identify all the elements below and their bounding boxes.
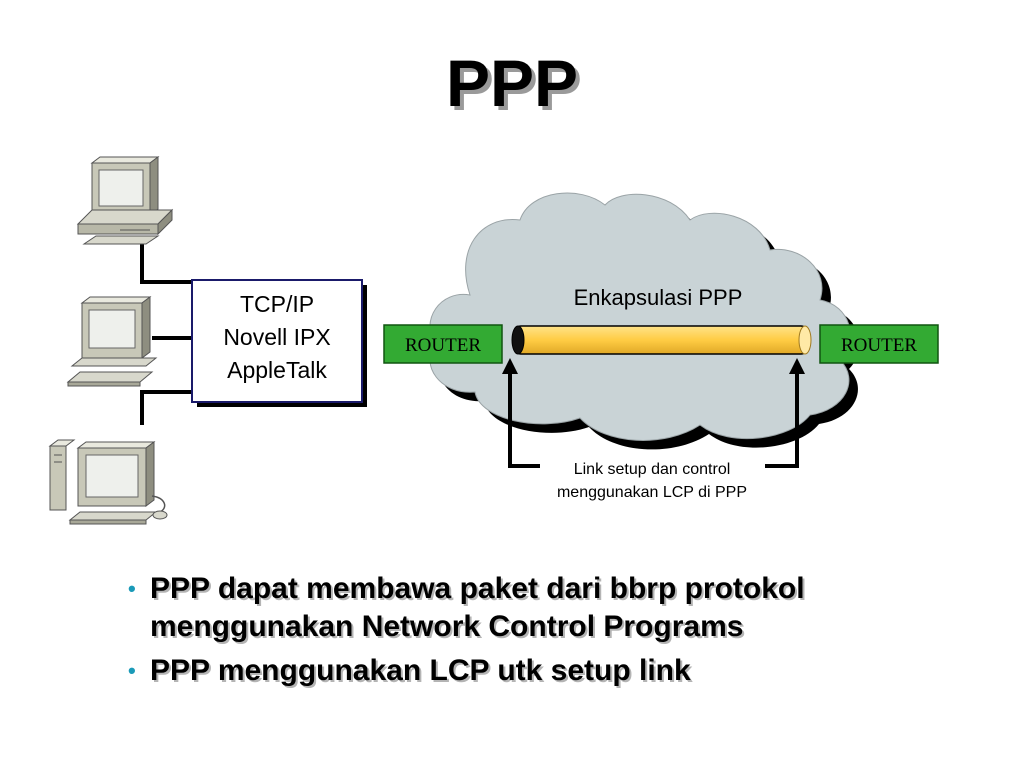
network-cloud (429, 192, 860, 450)
bullet-dot-icon: • (128, 658, 136, 683)
bullet-1-line-1: PPP dapat membawa paket dari bbrp protok… (150, 572, 805, 605)
lan-cabling (140, 240, 193, 425)
protocol-tcpip: TCP/IP (240, 291, 314, 317)
bullet-dot-icon: • (128, 576, 136, 601)
bullet-item-2: • PPP menggunakan LCP utk setup link (128, 652, 948, 690)
computer-2-icon (66, 296, 158, 387)
annotation-line-1: Link setup dan control (574, 461, 731, 478)
router-left-label: ROUTER (405, 335, 481, 356)
slide-title: PPP (445, 46, 579, 120)
annotation-line-2: menggunakan LCP di PPP (557, 484, 747, 501)
protocol-box: TCP/IP Novell IPX AppleTalk (191, 279, 367, 407)
bullet-item-1: • PPP dapat membawa paket dari bbrp prot… (128, 570, 948, 646)
cloud-label: Enkapsulasi PPP (574, 285, 743, 310)
router-right: ROUTER (819, 324, 939, 364)
router-right-label: ROUTER (841, 335, 917, 356)
computer-3-icon (48, 439, 168, 525)
computer-1-icon (76, 156, 174, 245)
arrow-heads (502, 358, 805, 374)
router-left: ROUTER (383, 324, 503, 364)
bullet-2-line-1: PPP menggunakan LCP utk setup link (150, 654, 691, 687)
protocol-appletalk: AppleTalk (227, 357, 327, 383)
bullet-1-line-2: menggunakan Network Control Programs (150, 610, 744, 643)
bullet-list: • PPP dapat membawa paket dari bbrp prot… (128, 570, 948, 696)
lcp-bracket-arrows (508, 372, 799, 468)
protocol-ipx: Novell IPX (223, 324, 330, 350)
ppp-link-pipe (511, 325, 812, 355)
cloud-shape (429, 192, 851, 441)
